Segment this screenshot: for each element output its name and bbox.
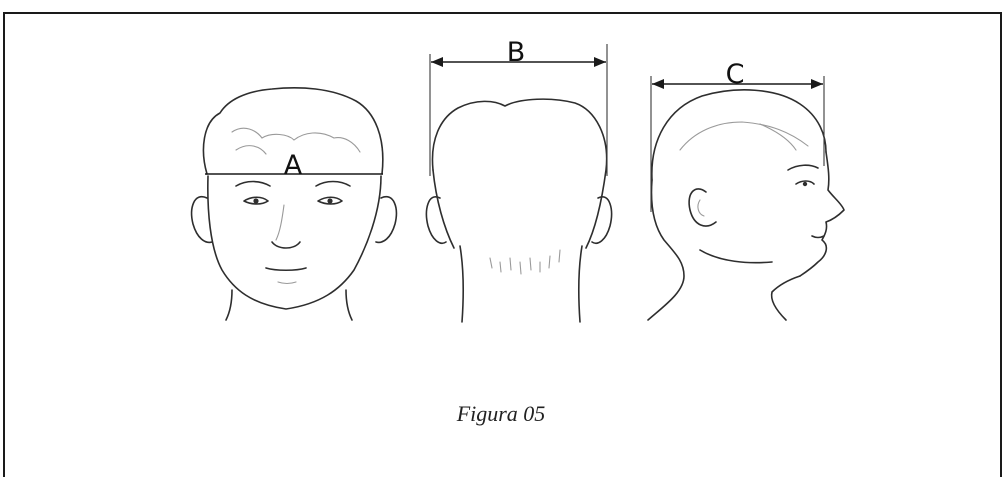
head-back-view — [425, 98, 613, 323]
figure-caption: Figura 05 — [456, 401, 546, 426]
head-front-view — [190, 87, 398, 321]
label-c: C — [726, 59, 745, 90]
head-measurement-diagram: A B C Figura 05 — [190, 37, 845, 426]
label-a: A — [284, 150, 303, 181]
measure-line-c — [650, 76, 825, 212]
label-b: B — [507, 37, 526, 68]
measure-line-b — [429, 44, 608, 176]
figure-frame — [3, 12, 1002, 477]
head-side-view — [647, 89, 845, 321]
